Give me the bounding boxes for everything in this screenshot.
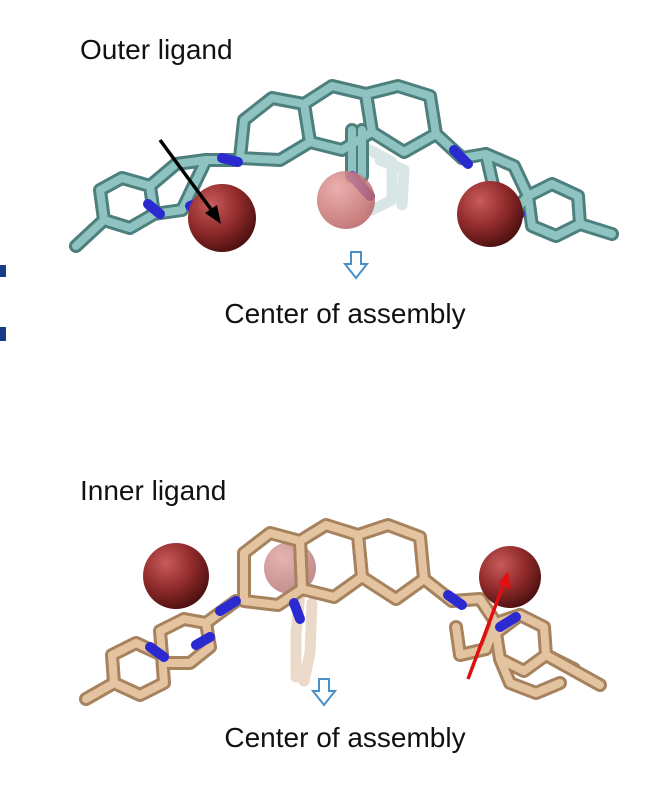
edge-mark — [0, 327, 6, 341]
outer-ligand-panel: Outer ligand — [69, 34, 619, 329]
metal-sphere-icon — [457, 181, 523, 247]
inner-ligand-title: Inner ligand — [80, 475, 227, 506]
center-of-assembly-label: Center of assembly — [224, 722, 466, 753]
nitrogen-atoms — [145, 590, 521, 662]
inner-ligand-panel: Inner ligand — [0, 393, 652, 786]
metal-sphere-icon — [317, 171, 375, 229]
center-of-assembly-label: Center of assembly — [224, 298, 466, 329]
metal-sphere-icon — [143, 543, 209, 609]
inner-ligand-structure — [79, 518, 607, 707]
down-hollow-arrow-icon — [310, 678, 338, 707]
vector-arrow-icon — [466, 571, 511, 680]
outer-ligand-title: Outer ligand — [80, 34, 233, 65]
edge-mark — [0, 265, 6, 277]
vector-arrow-icon — [158, 138, 221, 224]
outer-ligand-structure — [69, 79, 619, 280]
faint-back-fragment — [364, 144, 410, 216]
down-hollow-arrow-icon — [342, 251, 370, 280]
metal-sphere-icon — [479, 546, 541, 608]
